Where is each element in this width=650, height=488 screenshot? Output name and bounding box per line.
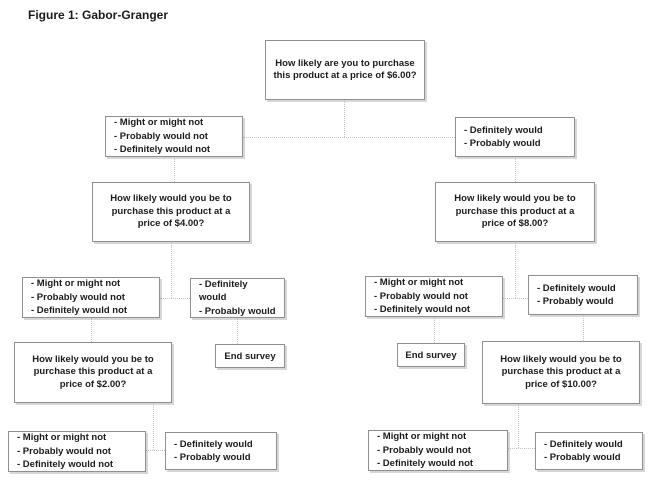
accept-options-box-2-dollars: - Definitely would - Probably would [165, 432, 277, 470]
accept-options-box-6-dollars: - Definitely would - Probably would [455, 117, 575, 157]
question-box-4-dollars: How likely would you be to purchase this… [92, 182, 250, 242]
decline-options-box-2-dollars: - Might or might not - Probably would no… [8, 431, 146, 472]
end-survey-box-right: End survey [397, 343, 465, 367]
connector-line [174, 157, 175, 182]
connector-line [515, 242, 516, 298]
accept-options-box-10-dollars: - Definitely would - Probably would [535, 432, 643, 470]
connector-line [434, 317, 435, 343]
accept-options-box-8-dollars: - Definitely would - Probably would [528, 275, 638, 315]
connector-line [153, 403, 154, 450]
decline-options-box-8-dollars: - Might or might not - Probably would no… [365, 276, 503, 317]
connector-line [91, 318, 92, 342]
question-box-2-dollars: How likely would you be to purchase this… [14, 342, 172, 403]
connector-line [503, 298, 528, 299]
decline-options-box-6-dollars: - Might or might not - Probably would no… [105, 116, 243, 157]
connector-line [583, 315, 584, 341]
connector-line [160, 298, 190, 299]
connector-line [515, 157, 516, 182]
accept-options-box-4-dollars: - Definitely would - Probably would [190, 278, 285, 318]
connector-line [243, 137, 455, 138]
connector-line [344, 100, 345, 137]
question-box-6-dollars: How likely are you to purchase this prod… [265, 40, 425, 100]
connector-line [146, 450, 165, 451]
connector-line [171, 242, 172, 298]
connector-line [518, 404, 519, 448]
figure-title: Figure 1: Gabor-Granger [28, 8, 169, 22]
end-survey-box-left: End survey [215, 344, 285, 368]
decline-options-box-10-dollars: - Might or might not - Probably would no… [368, 430, 508, 471]
question-box-10-dollars: How likely would you be to purchase this… [482, 341, 640, 404]
question-box-8-dollars: How likely would you be to purchase this… [435, 182, 595, 242]
connector-line [508, 448, 535, 449]
decline-options-box-4-dollars: - Might or might not - Probably would no… [22, 277, 160, 318]
connector-line [237, 318, 238, 344]
